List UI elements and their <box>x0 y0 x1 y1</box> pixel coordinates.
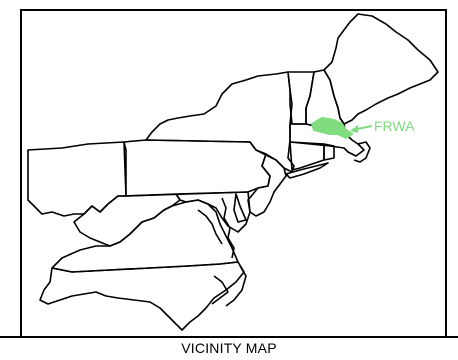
frwa-label: FRWA <box>374 118 415 134</box>
island-long-island <box>285 162 329 179</box>
potomac-river <box>197 209 223 245</box>
pamlico-sound <box>211 275 229 305</box>
chesapeake-bay <box>221 197 235 259</box>
map-caption: VICINITY MAP <box>181 340 277 356</box>
state-maine <box>323 13 439 125</box>
outer-banks <box>225 265 247 307</box>
state-delaware <box>233 193 247 223</box>
frwa-arrowhead <box>350 125 358 133</box>
frwa-region <box>310 116 354 140</box>
state-new-jersey <box>247 153 287 217</box>
cape-cod <box>353 141 371 163</box>
state-rhode-island <box>323 143 335 161</box>
state-north-carolina <box>39 261 245 331</box>
map-border <box>20 9 447 338</box>
